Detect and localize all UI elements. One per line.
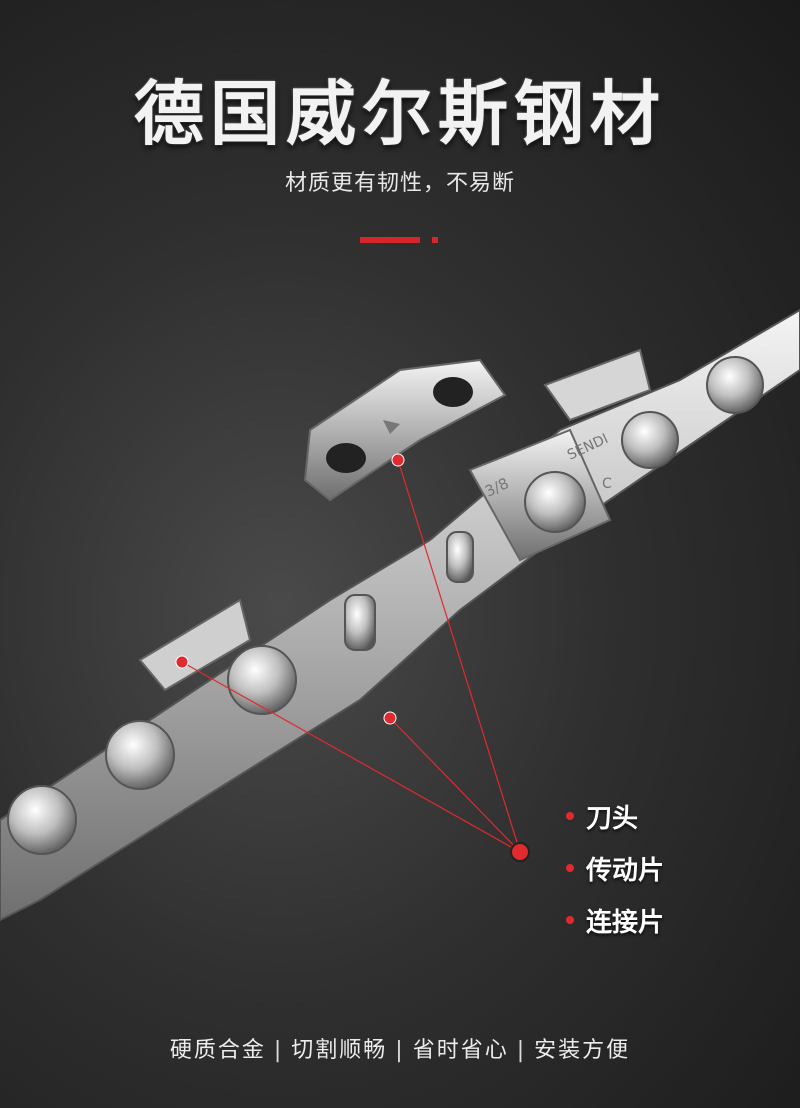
feature-text: 硬质合金 [169, 1038, 266, 1063]
cutter-tooth [138, 598, 252, 692]
chain-marking-grade: C [602, 476, 612, 492]
feature-footer: 硬质合金 | 切割顺畅 | 省时省心 | 安装方便 [0, 1032, 800, 1064]
legend-item-drive-link: 传动片 [566, 842, 664, 894]
separator: | [273, 1038, 284, 1063]
bullet-icon [566, 812, 574, 820]
legend-item-cutter: 刀头 [566, 790, 664, 842]
page-title: 德国威尔斯钢材 [134, 73, 666, 155]
separator: | [395, 1038, 405, 1063]
rivets [7, 356, 764, 855]
legend-label: 连接片 [586, 907, 665, 938]
accent-bar [360, 237, 420, 243]
feature-text: 安装方便 [534, 1038, 631, 1063]
legend-label: 传动片 [586, 855, 665, 886]
callout-lines [175, 453, 530, 862]
feature-text: 切割顺畅 [291, 1038, 388, 1063]
page-subtitle: 材质更有韧性，不易断 [284, 171, 515, 196]
tie-strap [303, 358, 507, 502]
legend-item-tie-strap: 连接片 [566, 894, 664, 946]
cutter-tooth [543, 348, 652, 422]
separator: | [516, 1038, 527, 1063]
legend-label: 刀头 [586, 803, 639, 834]
bullet-icon [566, 864, 574, 872]
accent-dot [432, 237, 438, 243]
feature-text: 省时省心 [412, 1038, 509, 1063]
parts-legend: 刀头 传动片 连接片 [566, 790, 664, 946]
bullet-icon [566, 916, 574, 924]
